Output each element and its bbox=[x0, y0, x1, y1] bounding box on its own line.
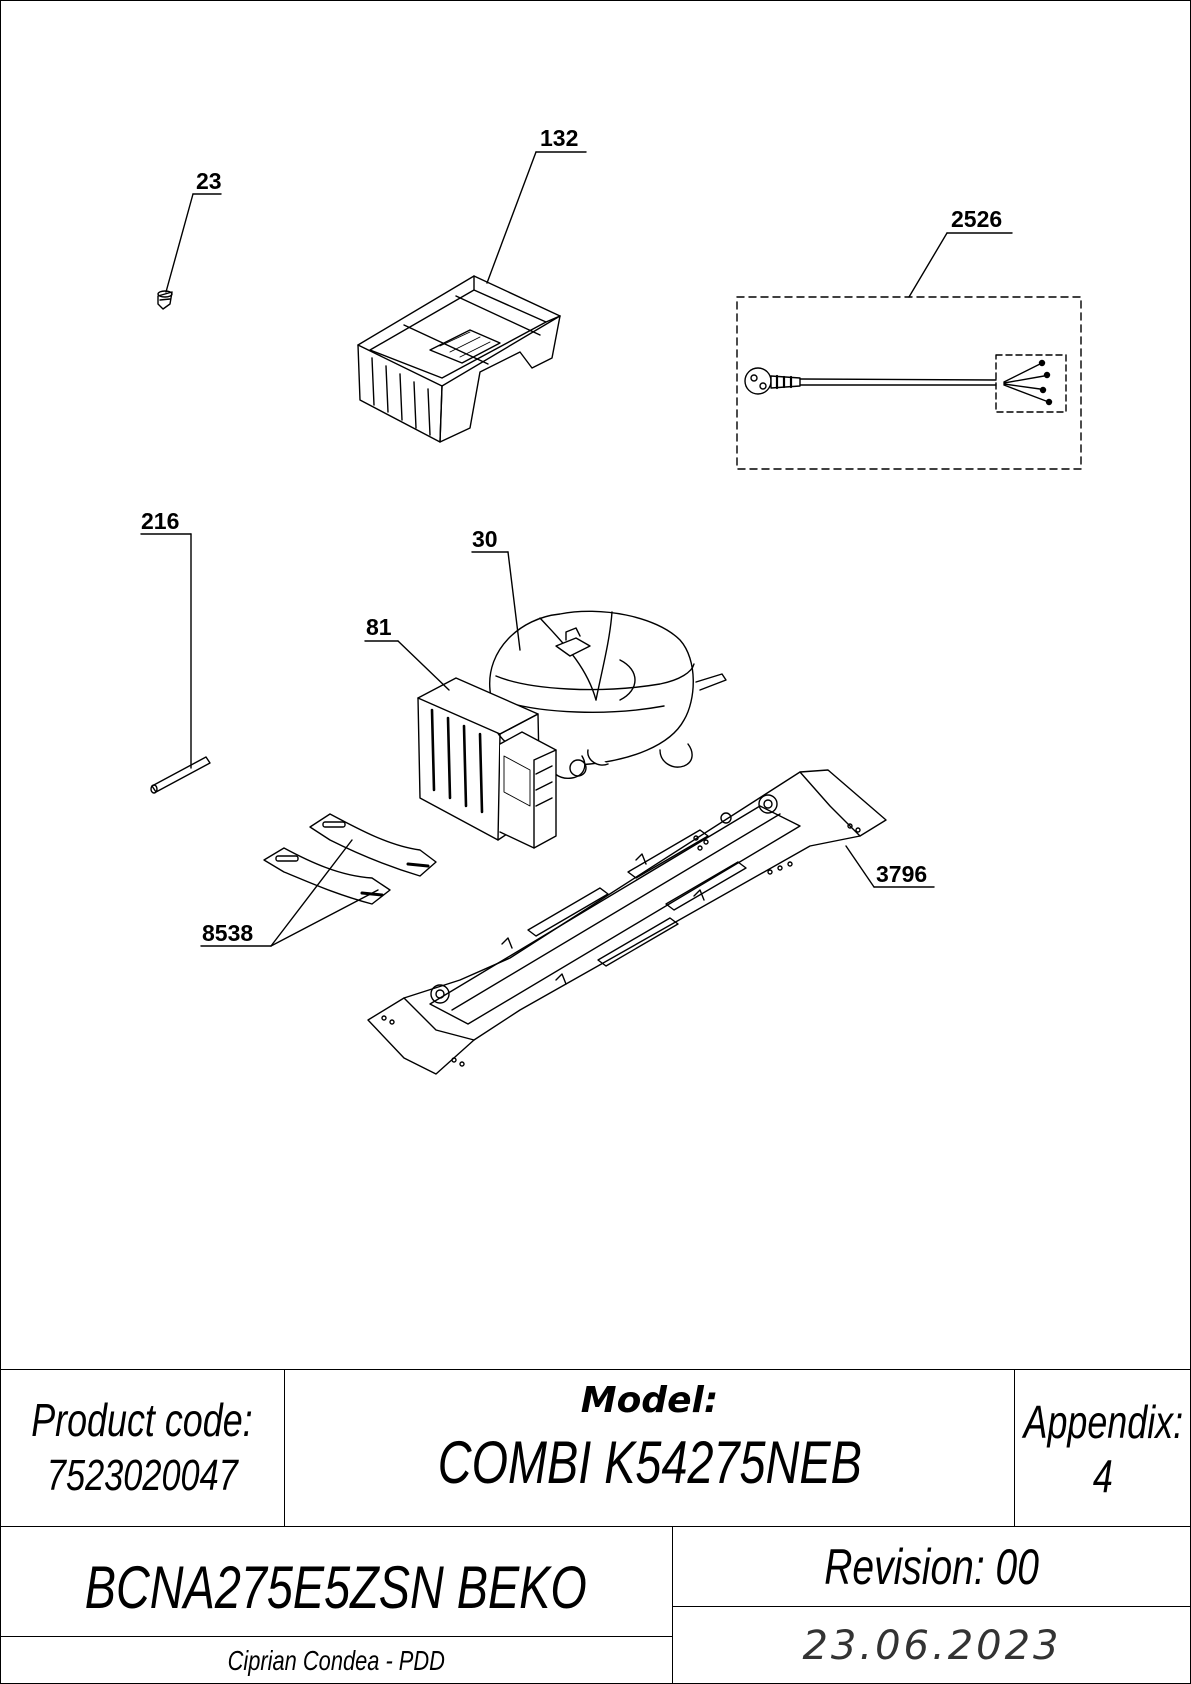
callout-30: 30 bbox=[472, 526, 498, 552]
callout-216: 216 bbox=[141, 508, 179, 534]
callout-3796: 3796 bbox=[876, 861, 927, 887]
product-name: BCNA275E5ZSN BEKO bbox=[84, 1553, 588, 1621]
product-name-cell: BCNA275E5ZSN BEKO bbox=[0, 1526, 673, 1636]
part-81-relay-box bbox=[417, 677, 557, 849]
callout-8538: 8538 bbox=[202, 920, 253, 946]
part-30-compressor bbox=[489, 610, 727, 779]
part-2526-power-cord bbox=[736, 296, 1082, 470]
product-code-label: Product code: bbox=[31, 1394, 253, 1446]
product-code-value: 7523020047 bbox=[46, 1451, 238, 1500]
leader-3796 bbox=[845, 845, 935, 888]
model-label: Model: bbox=[580, 1380, 719, 1421]
date-cell: 23.06.2023 bbox=[673, 1606, 1191, 1684]
leader-23 bbox=[165, 193, 222, 293]
part-3796-base-plate bbox=[367, 769, 887, 1075]
part-23-cap bbox=[157, 290, 173, 310]
leader-30 bbox=[471, 551, 521, 651]
exploded-parts-diagram: 23 132 bbox=[140, 125, 1082, 1075]
callout-132: 132 bbox=[540, 125, 578, 151]
callout-2526: 2526 bbox=[951, 206, 1002, 232]
revision-cell: Revision: 00 bbox=[673, 1526, 1191, 1606]
leader-81 bbox=[364, 640, 450, 691]
leader-8538 bbox=[200, 839, 379, 947]
callout-23: 23 bbox=[196, 168, 222, 194]
revision-label: Revision: 00 bbox=[824, 1538, 1040, 1595]
appendix-label: Appendix: bbox=[1023, 1396, 1183, 1448]
callout-81: 81 bbox=[366, 614, 392, 640]
date: 23.06.2023 bbox=[802, 1622, 1062, 1669]
part-132-tray bbox=[357, 275, 561, 443]
author: Ciprian Condea - PDD bbox=[227, 1644, 445, 1676]
part-216-rod bbox=[150, 756, 211, 794]
appendix-cell: Appendix: 4 bbox=[1015, 1369, 1191, 1526]
model-value: COMBI K54275NEB bbox=[437, 1429, 862, 1496]
author-cell: Ciprian Condea - PDD bbox=[0, 1636, 673, 1684]
model-cell: Model: COMBI K54275NEB bbox=[285, 1369, 1015, 1526]
product-code-cell: Product code: 7523020047 bbox=[0, 1369, 285, 1526]
leader-216 bbox=[140, 533, 192, 769]
leader-2526 bbox=[908, 232, 1013, 298]
appendix-value: 4 bbox=[1093, 1450, 1113, 1502]
part-8538-straps bbox=[263, 813, 437, 905]
leader-132 bbox=[486, 151, 587, 284]
